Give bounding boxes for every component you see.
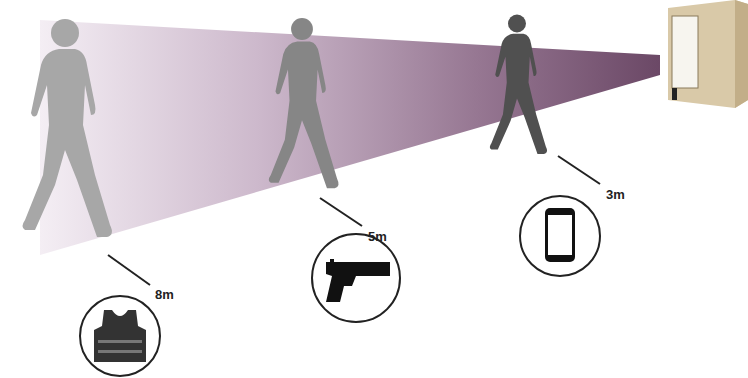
phone-icon xyxy=(545,208,575,262)
person-head xyxy=(51,19,79,47)
pistol-shape xyxy=(326,262,390,302)
scanner-panel xyxy=(672,16,698,88)
detection-beam xyxy=(40,20,660,255)
distance-label: 3m xyxy=(606,188,625,201)
icon-circle xyxy=(80,296,160,376)
person-body xyxy=(490,34,547,154)
leader-line xyxy=(558,156,600,184)
person-head xyxy=(508,15,526,33)
icon-circle xyxy=(312,234,400,322)
person-body xyxy=(23,49,112,237)
leader-line xyxy=(108,255,150,285)
person-head xyxy=(291,18,313,40)
phone-screen xyxy=(548,215,572,255)
vest-shape xyxy=(94,310,146,362)
person-body xyxy=(269,42,339,189)
phone-body xyxy=(545,208,575,262)
vest-strap xyxy=(98,340,142,343)
vest-strap xyxy=(98,350,142,353)
pistol-sight xyxy=(330,259,334,263)
distance-label: 5m xyxy=(368,230,387,243)
person-mid xyxy=(269,18,339,188)
scanner-foot xyxy=(672,88,677,100)
person-near xyxy=(490,15,547,155)
scanner-device xyxy=(668,0,748,108)
icon-circle xyxy=(520,196,600,276)
scanner-side xyxy=(735,0,748,108)
distance-label: 8m xyxy=(155,288,174,301)
pistol-icon xyxy=(326,259,390,302)
vest-icon xyxy=(94,310,146,362)
leader-line xyxy=(320,198,362,226)
person-far xyxy=(23,19,112,237)
